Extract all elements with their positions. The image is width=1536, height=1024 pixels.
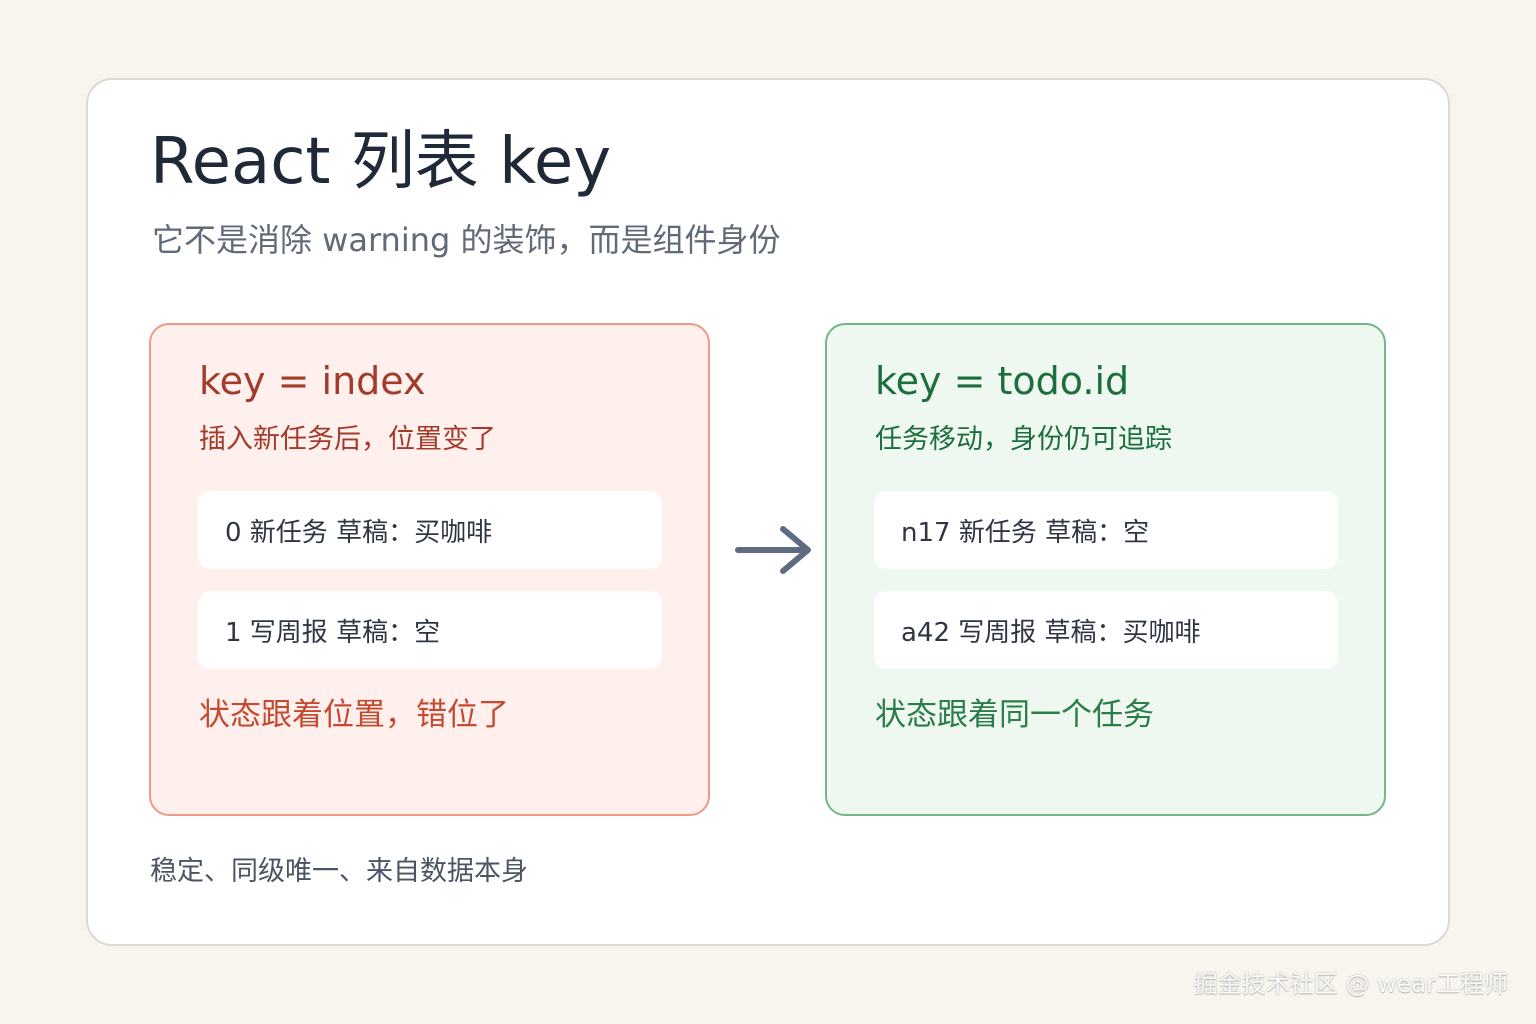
list-item: 1 写周报 草稿：空 — [198, 591, 662, 669]
page-subtitle: 它不是消除 warning 的装饰，而是组件身份 — [152, 221, 781, 259]
list-item: 0 新任务 草稿：买咖啡 — [198, 491, 662, 569]
id-key-heading: key = todo.id — [875, 359, 1130, 403]
id-key-description: 任务移动，身份仍可追踪 — [875, 424, 1172, 455]
list-item: n17 新任务 草稿：空 — [874, 491, 1338, 569]
index-key-note: 状态跟着位置，错位了 — [199, 697, 509, 733]
footer-note: 稳定、同级唯一、来自数据本身 — [150, 856, 528, 887]
watermark: 掘金技术社区 @ wear工程师 — [1193, 970, 1508, 998]
right-arrow-icon — [735, 526, 811, 574]
index-key-heading: key = index — [199, 359, 426, 403]
id-key-panel: key = todo.id 任务移动，身份仍可追踪 n17 新任务 草稿：空 a… — [825, 323, 1386, 816]
id-key-note: 状态跟着同一个任务 — [875, 697, 1154, 733]
page-title: React 列表 key — [150, 125, 612, 199]
index-key-description: 插入新任务后，位置变了 — [199, 424, 496, 455]
index-key-panel: key = index 插入新任务后，位置变了 0 新任务 草稿：买咖啡 1 写… — [149, 323, 710, 816]
list-item: a42 写周报 草稿：买咖啡 — [874, 591, 1338, 669]
